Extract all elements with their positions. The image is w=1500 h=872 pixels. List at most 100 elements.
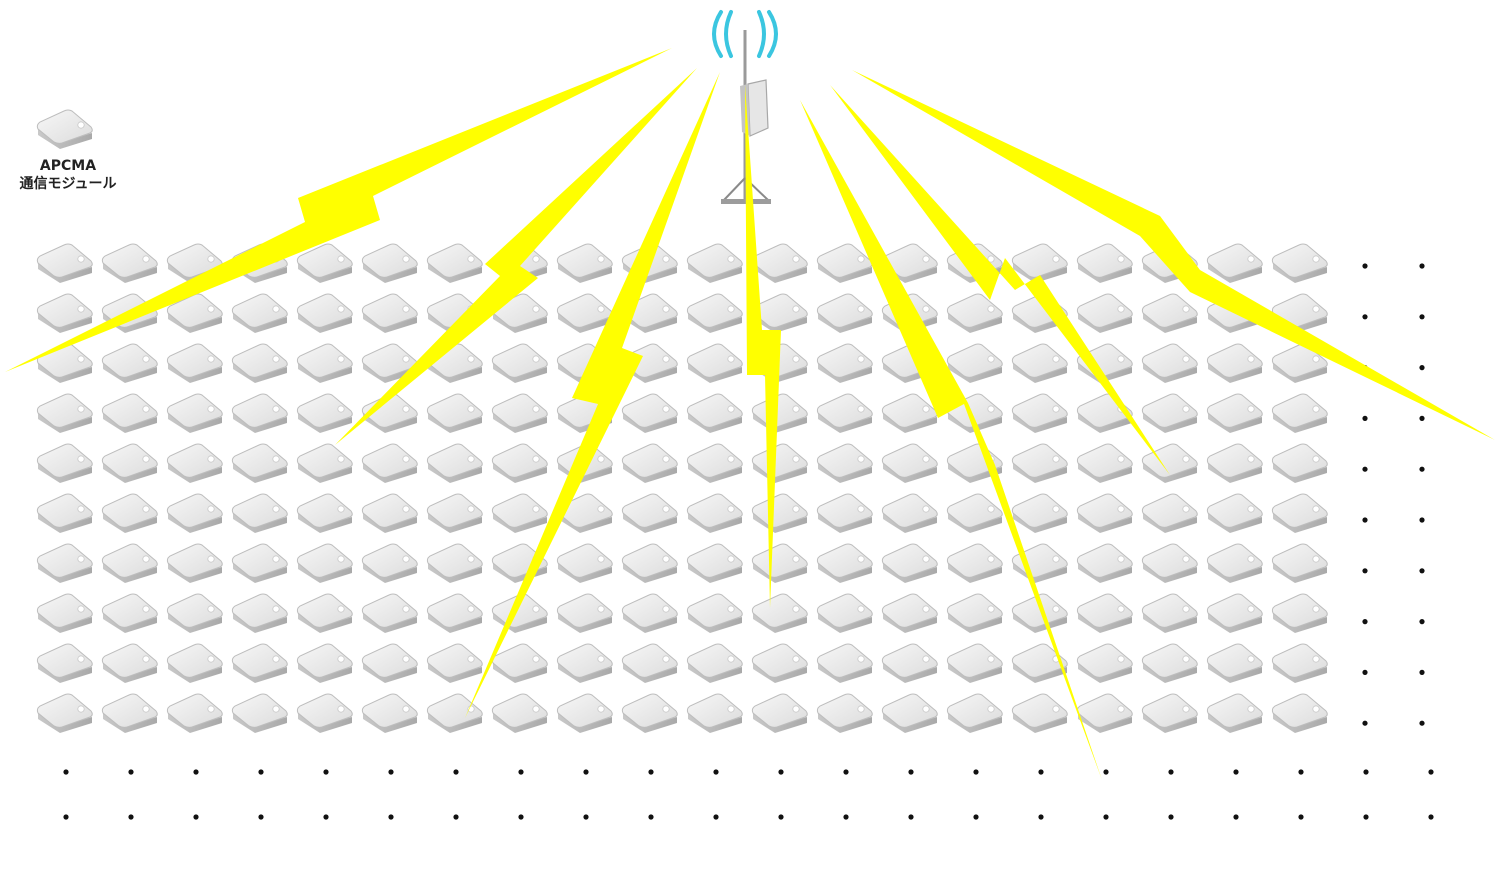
communication-module-icon bbox=[166, 393, 223, 434]
communication-module-icon bbox=[881, 443, 938, 484]
ellipsis-dot bbox=[323, 814, 329, 820]
communication-module-icon bbox=[1206, 543, 1263, 584]
communication-module-icon bbox=[296, 643, 353, 684]
communication-module-icon bbox=[556, 293, 613, 334]
ellipsis-dot bbox=[973, 769, 979, 775]
communication-module-icon bbox=[296, 443, 353, 484]
communication-module-icon bbox=[1141, 493, 1198, 534]
ellipsis-dot bbox=[1419, 619, 1425, 625]
ellipsis-dot bbox=[1363, 814, 1369, 820]
ellipsis-dot bbox=[1362, 517, 1368, 523]
communication-module-icon bbox=[1271, 643, 1328, 684]
communication-module-icon bbox=[36, 393, 93, 434]
communication-module-icon bbox=[1271, 593, 1328, 634]
communication-module-icon bbox=[881, 643, 938, 684]
ellipsis-dot bbox=[1233, 814, 1239, 820]
ellipsis-dot bbox=[1362, 466, 1368, 472]
ellipsis-dot bbox=[1038, 814, 1044, 820]
communication-module-icon bbox=[361, 293, 418, 334]
communication-module-icon bbox=[1076, 643, 1133, 684]
ellipsis-dot bbox=[1038, 769, 1044, 775]
ellipsis-dot bbox=[843, 814, 849, 820]
communication-module-icon bbox=[686, 543, 743, 584]
communication-module-icon bbox=[296, 693, 353, 734]
communication-module-icon bbox=[296, 393, 353, 434]
ellipsis-dot bbox=[1362, 568, 1368, 574]
communication-module-icon bbox=[621, 443, 678, 484]
communication-module-icon bbox=[881, 693, 938, 734]
communication-module-icon bbox=[751, 493, 808, 534]
communication-module-icon bbox=[296, 543, 353, 584]
ellipsis-dot bbox=[128, 814, 134, 820]
communication-module-icon bbox=[946, 643, 1003, 684]
lightning-bolt-icon bbox=[745, 85, 781, 608]
wireless-signals bbox=[5, 48, 1495, 780]
communication-module-icon bbox=[881, 543, 938, 584]
ellipsis-dot bbox=[193, 814, 199, 820]
ellipsis-dot bbox=[63, 769, 69, 775]
communication-module-icon bbox=[166, 543, 223, 584]
communication-module-icon bbox=[231, 293, 288, 334]
communication-module-icon bbox=[1206, 693, 1263, 734]
ellipsis-dot bbox=[1362, 669, 1368, 676]
communication-module-icon bbox=[101, 393, 158, 434]
ellipsis-dot bbox=[1298, 769, 1304, 775]
communication-module-icon bbox=[556, 243, 613, 284]
ellipsis-dot bbox=[908, 769, 914, 775]
communication-module-icon bbox=[231, 543, 288, 584]
communication-module-icon bbox=[1141, 343, 1198, 384]
communication-module-icon bbox=[1206, 243, 1263, 284]
communication-module-icon bbox=[361, 243, 418, 284]
ellipsis-dot bbox=[648, 769, 654, 775]
signal-wave-icon bbox=[712, 10, 723, 58]
module-grid bbox=[36, 243, 1328, 734]
communication-module-icon bbox=[426, 243, 483, 284]
communication-module-icon bbox=[426, 693, 483, 734]
communication-module-icon bbox=[101, 643, 158, 684]
communication-module-icon bbox=[751, 243, 808, 284]
lightning-bolt-icon bbox=[335, 68, 697, 445]
communication-module-icon bbox=[686, 443, 743, 484]
ellipsis-dot bbox=[1103, 769, 1109, 775]
communication-module-icon bbox=[36, 243, 93, 284]
communication-module-icon bbox=[166, 343, 223, 384]
communication-module-icon bbox=[1141, 443, 1198, 484]
communication-module-icon bbox=[1011, 643, 1068, 684]
communication-module-icon bbox=[166, 643, 223, 684]
legend-label: APCMA 通信モジュール bbox=[8, 157, 128, 193]
communication-module-icon bbox=[296, 593, 353, 634]
communication-module-icon bbox=[1271, 243, 1328, 284]
communication-module-icon bbox=[1141, 693, 1198, 734]
communication-module-icon bbox=[36, 109, 93, 150]
ellipsis-dot bbox=[583, 814, 589, 820]
ellipsis-dot bbox=[778, 769, 784, 775]
communication-module-icon bbox=[946, 543, 1003, 584]
tower-leg bbox=[723, 177, 746, 201]
lightning-bolt-icon bbox=[800, 100, 1102, 780]
ellipsis-dot bbox=[323, 769, 329, 775]
communication-module-icon bbox=[166, 693, 223, 734]
communication-module-icon bbox=[946, 693, 1003, 734]
communication-module-icon bbox=[426, 593, 483, 634]
communication-module-icon bbox=[816, 343, 873, 384]
communication-module-icon bbox=[1011, 443, 1068, 484]
communication-module-icon bbox=[296, 293, 353, 334]
communication-module-icon bbox=[1076, 593, 1133, 634]
communication-module-icon bbox=[166, 493, 223, 534]
communication-module-icon bbox=[231, 343, 288, 384]
communication-module-icon bbox=[36, 643, 93, 684]
communication-module-icon bbox=[426, 443, 483, 484]
communication-module-icon bbox=[1076, 443, 1133, 484]
ellipsis-dot bbox=[63, 814, 69, 820]
signal-wave-icon bbox=[757, 10, 766, 58]
communication-module-icon bbox=[1271, 443, 1328, 484]
communication-module-icon bbox=[946, 593, 1003, 634]
communication-module-icon bbox=[491, 343, 548, 384]
communication-module-icon bbox=[751, 693, 808, 734]
ellipsis-dot bbox=[388, 814, 394, 820]
communication-module-icon bbox=[101, 443, 158, 484]
ellipsis-dot bbox=[1362, 720, 1368, 726]
signal-wave-icon bbox=[724, 10, 733, 58]
communication-module-icon bbox=[621, 493, 678, 534]
